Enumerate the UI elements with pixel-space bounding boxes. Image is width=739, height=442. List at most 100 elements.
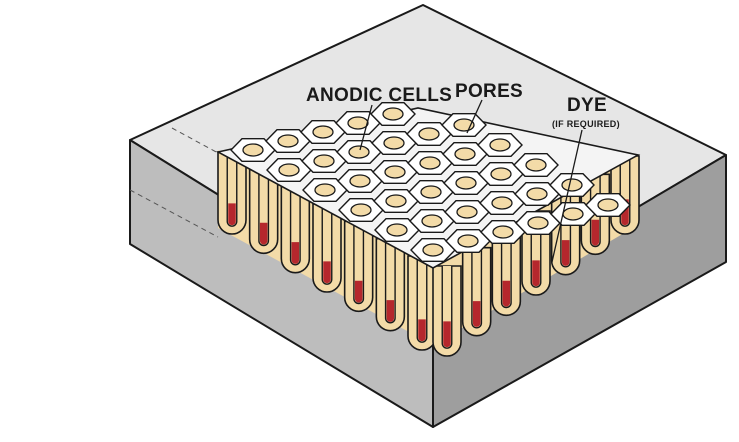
pore-opening (312, 125, 334, 139)
pore-opening (314, 183, 336, 197)
hex-cell (478, 161, 524, 187)
label-dye-note: (IF REQUIRED) (552, 119, 620, 129)
leader-anodic-cells (359, 104, 373, 151)
left-tube (343, 220, 374, 313)
dye-fill (259, 222, 268, 245)
hex-cell (265, 128, 311, 154)
pore-opening (489, 138, 511, 152)
hex-cell (515, 210, 561, 236)
hex-cell (300, 119, 346, 145)
hex-cell (406, 121, 452, 147)
hex-cell (372, 159, 418, 185)
hex-cell (477, 132, 523, 158)
hex-cell (445, 228, 491, 254)
dye-fill (291, 242, 300, 264)
right-tube (432, 265, 462, 357)
pore-opening (526, 187, 548, 201)
dye-fill (472, 301, 481, 327)
pore-opening (562, 207, 584, 221)
pore-opening (242, 143, 264, 157)
dye-fill (228, 203, 236, 226)
hex-cell (373, 188, 419, 214)
pore-opening (349, 174, 371, 188)
hex-cell (338, 197, 384, 223)
right-tube (461, 246, 492, 337)
dye-fill (323, 261, 331, 284)
left-tube (312, 203, 342, 293)
dye-fill (443, 321, 451, 348)
hex-cell (410, 237, 456, 262)
hex-cell (336, 139, 382, 165)
pore-opening (384, 165, 406, 179)
dye-fill (591, 219, 600, 246)
pore-opening (313, 154, 335, 168)
pore-opening (418, 127, 440, 141)
left-tube (248, 168, 279, 255)
label-anodic-cells: ANODIC CELLS (306, 85, 452, 106)
hex-cell (302, 177, 348, 203)
pore-opening (419, 156, 441, 170)
right-tube (491, 228, 522, 317)
hex-cell (266, 157, 312, 183)
hex-cell (370, 101, 416, 127)
hex-cell (444, 199, 490, 225)
pore-opening (350, 203, 372, 217)
dye-fill (561, 240, 570, 266)
hex-cell (442, 141, 488, 167)
hex-cell (549, 172, 595, 198)
left-tube (217, 151, 247, 235)
dye-fill (418, 319, 426, 342)
pore-opening (421, 214, 443, 228)
layer-guide-lines (129, 127, 219, 238)
pore-opening (490, 167, 512, 181)
pore-opening (386, 223, 408, 237)
dye-fill (354, 280, 363, 303)
pore-opening (561, 178, 583, 192)
pore-opening (492, 225, 514, 239)
hex-cell (514, 181, 560, 207)
left-tube (407, 255, 437, 351)
cell-cross-section-left (217, 150, 437, 351)
pore-opening (491, 196, 513, 210)
hex-cell (479, 190, 525, 216)
pore-opening (454, 147, 476, 161)
pore-opening (456, 205, 478, 219)
pore-opening (382, 107, 404, 121)
pore-opening (527, 216, 549, 230)
dye-fill (532, 260, 540, 287)
pore-opening (422, 243, 444, 257)
hex-cell (230, 137, 276, 163)
hexagonal-cell-array (215, 101, 641, 269)
hex-cell (337, 168, 383, 194)
leader-dye (551, 129, 583, 263)
pore-opening (347, 116, 369, 130)
left-tube (375, 237, 406, 332)
leader-pores (466, 99, 483, 134)
pore-opening (525, 158, 547, 172)
hex-cell (480, 219, 526, 245)
pore-opening (278, 163, 300, 177)
pore-opening (348, 145, 370, 159)
dye-fill (386, 300, 395, 322)
hex-cell (585, 192, 631, 218)
hex-cell (371, 130, 417, 156)
dye-fill (502, 280, 511, 307)
pore-opening (597, 198, 619, 212)
label-dye: DYE (567, 95, 607, 116)
pore-opening (385, 194, 407, 208)
hex-cell (443, 170, 489, 196)
left-tube (280, 185, 311, 274)
hex-cell (374, 217, 420, 243)
hex-cell (441, 112, 487, 138)
hex-cell (301, 148, 347, 174)
pore-opening (420, 185, 442, 199)
pore-opening (455, 176, 477, 190)
pore-opening (457, 234, 479, 248)
hex-cell (408, 179, 454, 205)
hex-cell (407, 150, 453, 176)
hex-cell (409, 208, 455, 234)
pore-opening (277, 134, 299, 148)
hex-cell (513, 152, 559, 178)
label-pores: PORES (455, 81, 523, 102)
